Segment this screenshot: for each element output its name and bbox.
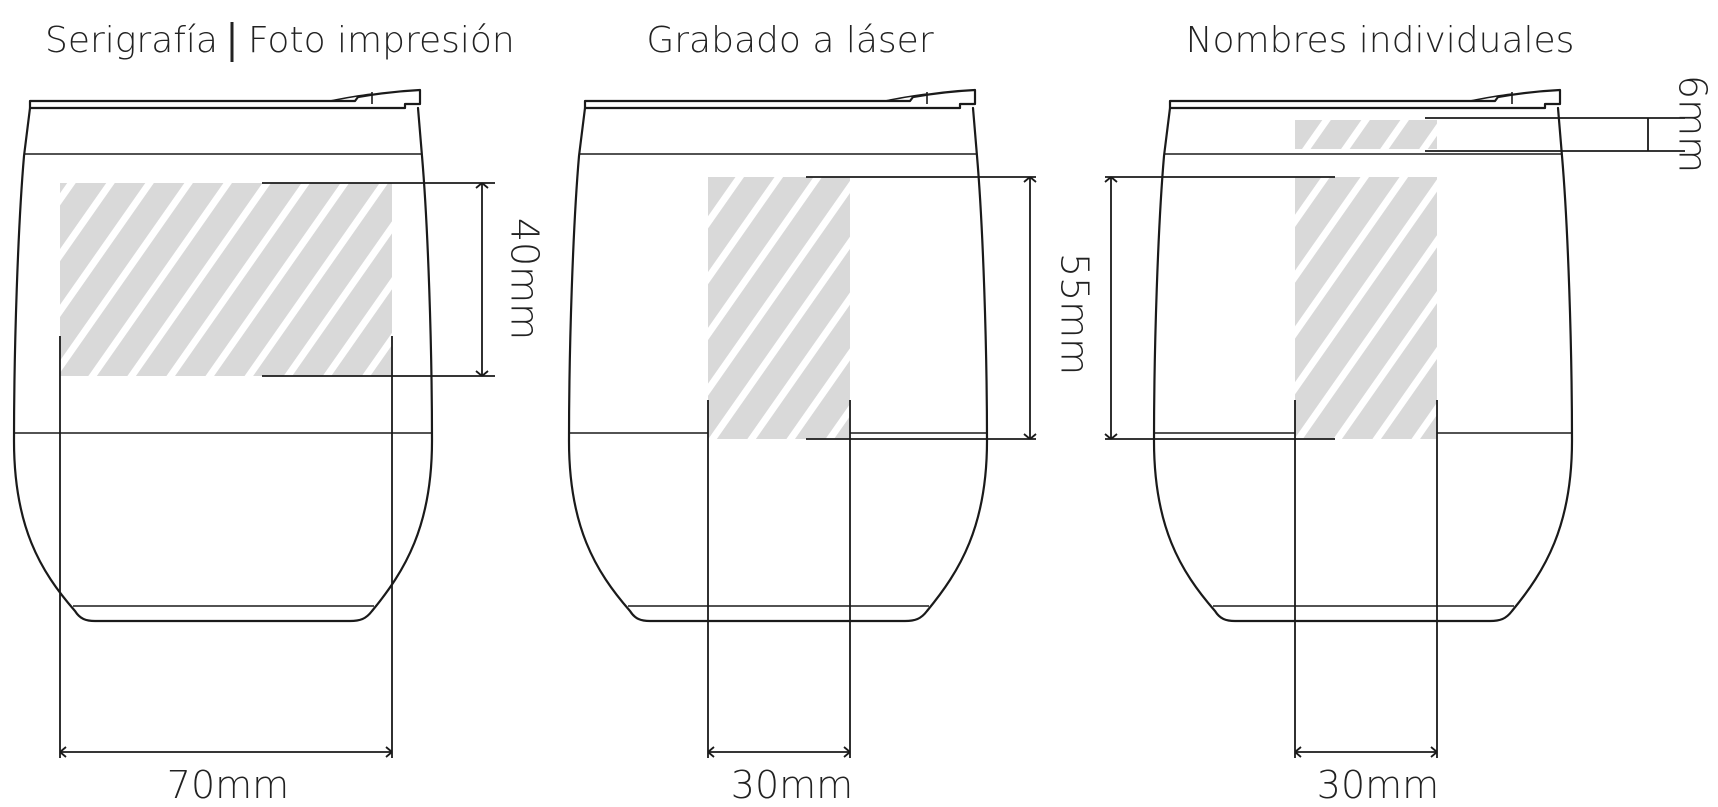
print-area-2 [708, 177, 850, 439]
panel-1-title-left: Serigrafía [45, 20, 218, 61]
width-dimension-2 [707, 400, 851, 758]
lid-dimension [1425, 117, 1685, 152]
width-label-3: 30mm [1317, 763, 1439, 807]
panel-1-title-right: Foto impresión [248, 20, 515, 61]
height-label-2: 55mm [1053, 253, 1097, 375]
width-dimension-1 [59, 336, 393, 758]
width-dimension-3 [1294, 400, 1438, 758]
width-label-1: 70mm [167, 763, 289, 807]
height-dimension-2 [806, 176, 1037, 440]
lid-print-area [1295, 120, 1437, 149]
print-area-1 [60, 183, 392, 376]
width-label-2: 30mm [731, 763, 853, 807]
panel-laser-engraving: Grabado a láser 55mm 30mm [567, 20, 1097, 807]
lid-label: 6mm [1671, 75, 1715, 173]
panel-individual-names: Nombres individuales 6mm [1104, 20, 1715, 807]
height-label-1: 40mm [503, 218, 547, 340]
print-area-3 [1295, 177, 1437, 439]
panel-screen-printing: Serigrafía Foto impresión 40mm 70mm [12, 20, 547, 807]
panel-3-title: Nombres individuales [1186, 20, 1575, 61]
height-dimension-1 [262, 182, 495, 377]
panel-2-title: Grabado a láser [646, 20, 933, 61]
height-dimension-3 [1104, 176, 1335, 440]
